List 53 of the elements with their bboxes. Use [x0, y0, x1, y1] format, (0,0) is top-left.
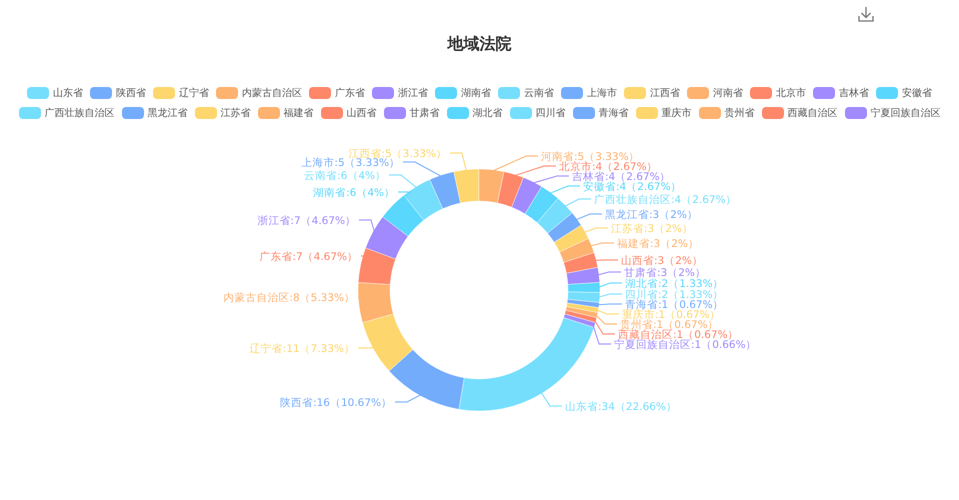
- data-label: 江苏省:3（2%）: [611, 223, 693, 235]
- legend-label: 安徽省: [902, 86, 932, 100]
- data-label: 云南省:6（4%）: [304, 170, 386, 182]
- data-label: 山西省:3（2%）: [621, 255, 703, 267]
- legend-label: 湖北省: [472, 106, 502, 120]
- data-label: 山东省:34（22.66%）: [565, 401, 677, 413]
- legend-label: 北京市: [776, 86, 806, 100]
- legend-label: 云南省: [524, 86, 554, 100]
- legend-label: 河南省: [713, 86, 743, 100]
- data-label: 青海省:1（0.67%）: [625, 299, 724, 311]
- legend-label: 西藏自治区: [788, 106, 838, 120]
- legend-label: 浙江省: [398, 86, 428, 100]
- data-label: 黑龙江省:3（2%）: [605, 209, 698, 221]
- legend-label: 福建省: [284, 106, 314, 120]
- data-label: 湖北省:2（1.33%）: [625, 278, 724, 290]
- legend-label: 广东省: [335, 86, 365, 100]
- legend-label: 甘肃省: [410, 106, 440, 120]
- legend-label: 辽宁省: [179, 86, 209, 100]
- data-label: 辽宁省:11（7.33%）: [250, 343, 355, 355]
- legend-label: 广西壮族自治区: [44, 106, 114, 120]
- legend-label: 宁夏回族自治区: [870, 106, 940, 120]
- legend-label: 黑龙江省: [148, 106, 188, 120]
- legend-label: 四川省: [536, 106, 566, 120]
- data-label: 内蒙古自治区:8（5.33%）: [223, 292, 355, 304]
- data-label: 安徽省:4（2.67%）: [583, 181, 682, 193]
- legend-label: 内蒙古自治区: [242, 86, 302, 100]
- data-label: 吉林省:4（2.67%）: [572, 171, 671, 183]
- legend-label: 山西省: [346, 106, 376, 120]
- legend-label: 江西省: [650, 86, 680, 100]
- data-label: 河南省:5（3.33%）: [541, 151, 640, 163]
- data-label: 西藏自治区:1（0.67%）: [618, 329, 739, 341]
- data-label: 上海市:5（3.33%）: [301, 157, 400, 169]
- data-label: 广东省:7（4.67%）: [259, 251, 358, 263]
- data-label: 北京市:4（2.67%）: [559, 161, 658, 173]
- data-label: 福建省:3（2%）: [617, 238, 699, 250]
- legend-label: 江苏省: [220, 106, 250, 120]
- legend-label: 山东省: [53, 86, 83, 100]
- legend-label: 重庆市: [662, 106, 692, 120]
- data-label: 浙江省:7（4.67%）: [257, 215, 356, 227]
- data-label: 宁夏回族自治区:1（0.66%）: [614, 339, 757, 351]
- legend-label: 贵州省: [724, 106, 754, 120]
- data-label: 广西壮族自治区:4（2.67%）: [594, 194, 737, 206]
- chart-title: 地域法院: [448, 34, 512, 53]
- legend-label: 吉林省: [839, 86, 869, 100]
- data-label: 湖南省:6（4%）: [313, 187, 395, 199]
- data-label: 甘肃省:3（2%）: [624, 267, 706, 279]
- legend-label: 青海省: [598, 106, 628, 120]
- legend-label: 湖南省: [461, 86, 491, 100]
- data-label: 陕西省:16（10.67%）: [280, 397, 392, 409]
- data-label: 四川省:2（1.33%）: [625, 289, 724, 301]
- data-label: 贵州省:1（0.67%）: [620, 319, 719, 331]
- legend-label: 上海市: [587, 86, 617, 100]
- legend-label: 陕西省: [116, 86, 146, 100]
